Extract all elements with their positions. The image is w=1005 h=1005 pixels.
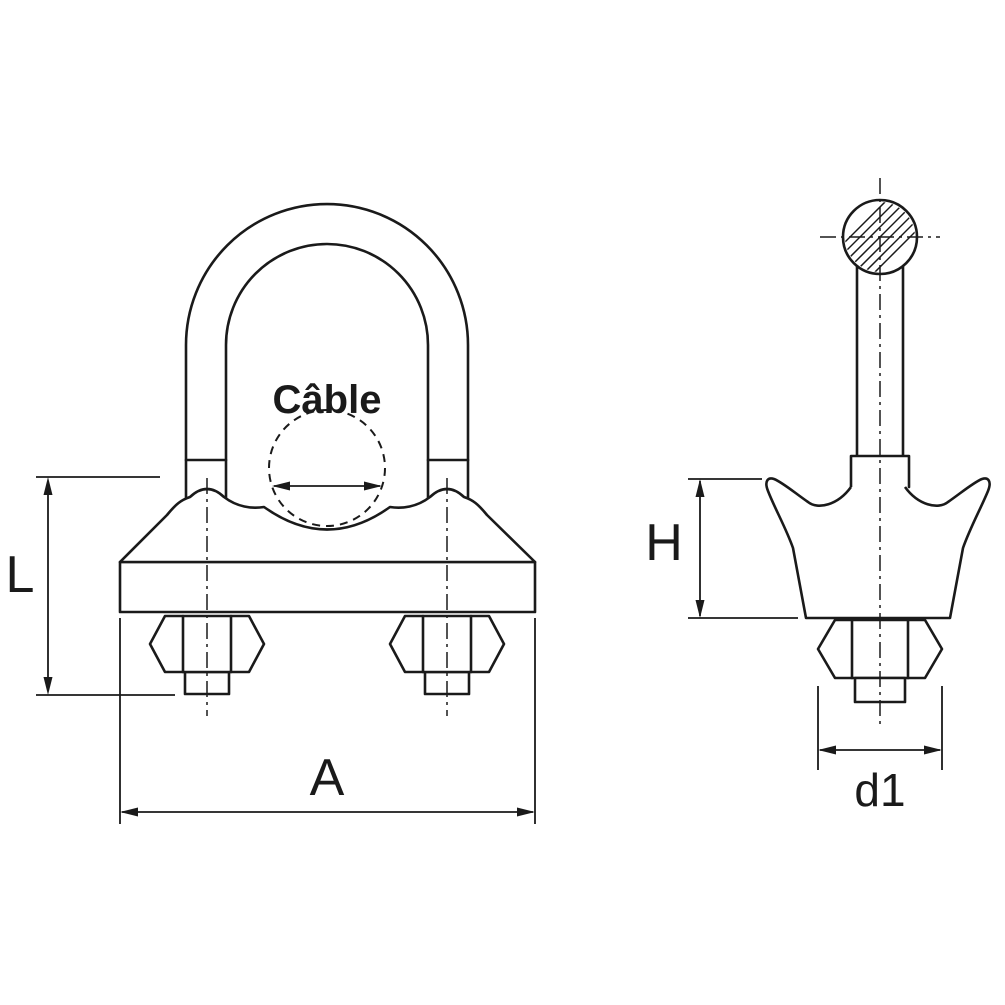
dim-H: H <box>645 478 798 619</box>
dim-label-A: A <box>310 749 345 807</box>
cable-label: Câble <box>273 378 382 422</box>
u-bolt <box>184 202 470 524</box>
bolt-shaft <box>849 264 911 489</box>
bolt-centerlines <box>206 478 448 716</box>
dim-label-d1: d1 <box>854 764 905 816</box>
dim-d1: d1 <box>817 686 943 816</box>
clamp-body-side <box>765 477 991 620</box>
dim-A: A <box>119 618 536 824</box>
base-plate <box>118 560 537 614</box>
side-view: H d1 <box>645 178 991 816</box>
clamp-saddle <box>118 487 537 564</box>
dim-L: L <box>6 476 175 696</box>
dim-label-H: H <box>645 514 683 572</box>
front-view: Câble L A <box>6 202 537 824</box>
cable-circle <box>268 409 386 527</box>
cable-diameter-arrow <box>272 481 382 491</box>
dim-label-L: L <box>6 546 35 604</box>
